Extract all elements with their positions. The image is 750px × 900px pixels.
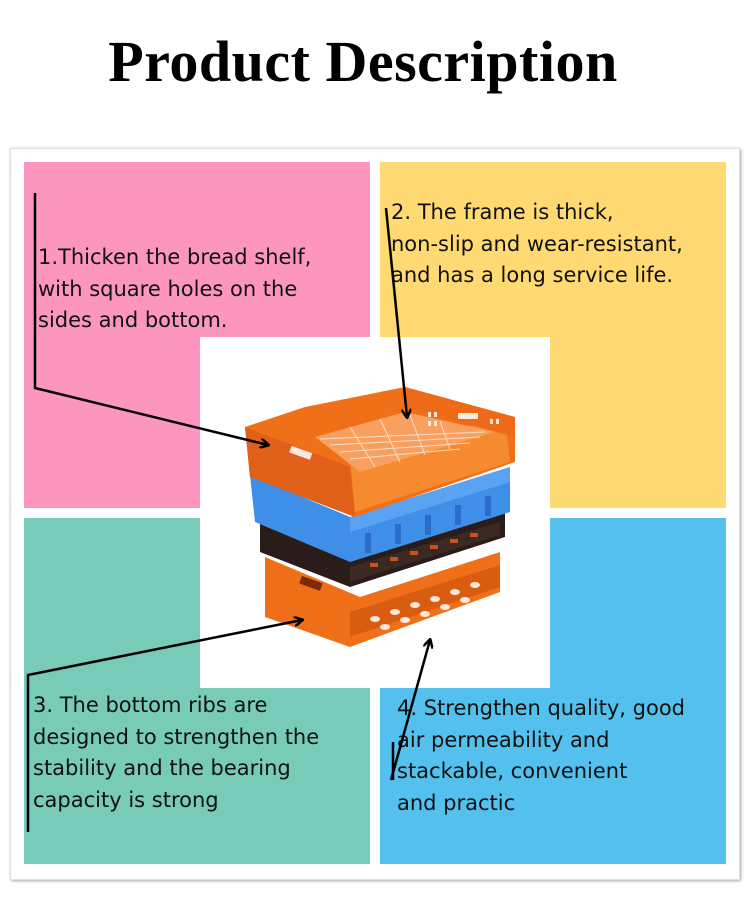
arrow-3-icon [26,620,302,832]
arrow-4-icon [389,640,430,781]
arrow-1-icon [33,193,268,445]
crate-bottom-orange [265,552,500,647]
crate-top-orange [245,387,515,517]
arrow-2-icon [384,207,407,417]
page-title: Product Description [108,29,618,94]
crate-stack-icon [245,387,515,647]
feature-caption-3: 3. The bottom ribs are designed to stren… [33,693,320,812]
feature-caption-1: 1.Thicken the bread shelf, with square h… [38,245,312,332]
feature-caption-2: 2. The frame is thick, non-slip and wear… [391,200,683,287]
crate-blue [250,467,510,562]
